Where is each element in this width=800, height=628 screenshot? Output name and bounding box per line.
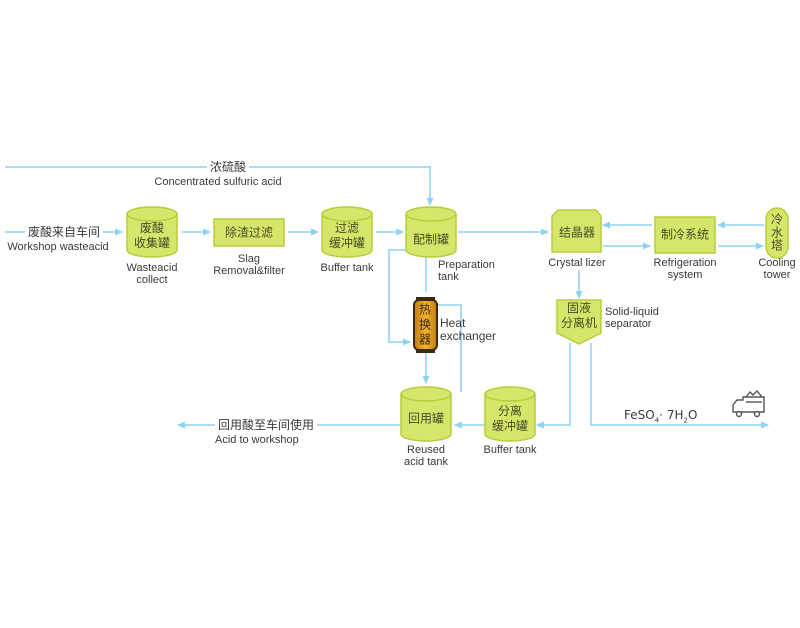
acid-to-workshop-en: Acid to workshop bbox=[215, 434, 299, 446]
slag-filter-en: Slag Removal&filter bbox=[213, 253, 285, 277]
concentrated-acid-en: Concentrated sulfuric acid bbox=[154, 176, 282, 188]
filter-buffer-cn: 过滤 缓冲罐 bbox=[328, 221, 366, 250]
concentrated-acid-line bbox=[5, 166, 434, 206]
cooling-tower-en: Cooling tower bbox=[758, 257, 796, 281]
workshop-waste-en: Workshop wasteacid bbox=[7, 241, 109, 253]
heat-exchanger-en: Heat exchanger bbox=[440, 316, 497, 343]
cylinder-reused bbox=[400, 386, 452, 442]
workshop-waste-cn: 废酸来自车间 bbox=[24, 225, 104, 239]
cylinder-waste-collect bbox=[126, 206, 178, 258]
box-cooling-tower bbox=[765, 207, 789, 259]
flow-product-line bbox=[590, 343, 769, 429]
waste-collect-en: Wasteacid collect bbox=[126, 262, 178, 286]
heat-exchanger-cn: 热 换 器 bbox=[418, 302, 432, 347]
sep-buffer-en: Buffer tank bbox=[483, 444, 537, 456]
heat-exchanger-body bbox=[413, 297, 438, 353]
waste-collect-cn: 废酸 收集罐 bbox=[133, 221, 171, 250]
preparation-cn: 配制罐 bbox=[412, 232, 450, 247]
crystallizer-cn: 结晶器 bbox=[558, 225, 596, 240]
cylinder-filter-buffer bbox=[321, 206, 373, 258]
flow-separator-to-buffer bbox=[536, 343, 571, 429]
cooling-tower-cn: 冷 水 塔 bbox=[770, 212, 784, 253]
sep-buffer-cn: 分离 缓冲罐 bbox=[491, 404, 529, 433]
box-crystallizer bbox=[551, 209, 602, 253]
separator-en: Solid-liquid separator bbox=[605, 306, 659, 330]
cylinder-preparation bbox=[405, 206, 457, 258]
slag-filter-cn: 除渣过滤 bbox=[224, 225, 274, 240]
crystallizer-en: Crystal lizer bbox=[548, 257, 606, 269]
box-refrigeration bbox=[654, 216, 716, 254]
reused-tank-cn: 回用罐 bbox=[407, 411, 445, 426]
box-slag-filter bbox=[213, 218, 285, 247]
separator-cn: 固液 分离机 bbox=[560, 301, 598, 330]
product-formula: FeSO4· 7H2O bbox=[624, 408, 698, 425]
acid-to-workshop-cn: 回用酸至车间使用 bbox=[214, 418, 318, 432]
flow-reused-to-prep bbox=[433, 304, 462, 392]
cylinder-sep-buffer bbox=[484, 386, 536, 442]
concentrated-acid-cn: 浓硫酸 bbox=[206, 160, 250, 174]
refrigeration-cn: 制冷系统 bbox=[660, 227, 710, 242]
flow-prep-to-hx bbox=[388, 249, 411, 346]
preparation-en: Preparation tank bbox=[438, 259, 495, 283]
reused-tank-en: Reused acid tank bbox=[403, 444, 449, 468]
box-separator bbox=[556, 299, 602, 345]
refrigeration-en: Refrigeration system bbox=[653, 257, 717, 281]
filter-buffer-en: Buffer tank bbox=[320, 262, 374, 274]
truck-icon bbox=[732, 389, 765, 418]
